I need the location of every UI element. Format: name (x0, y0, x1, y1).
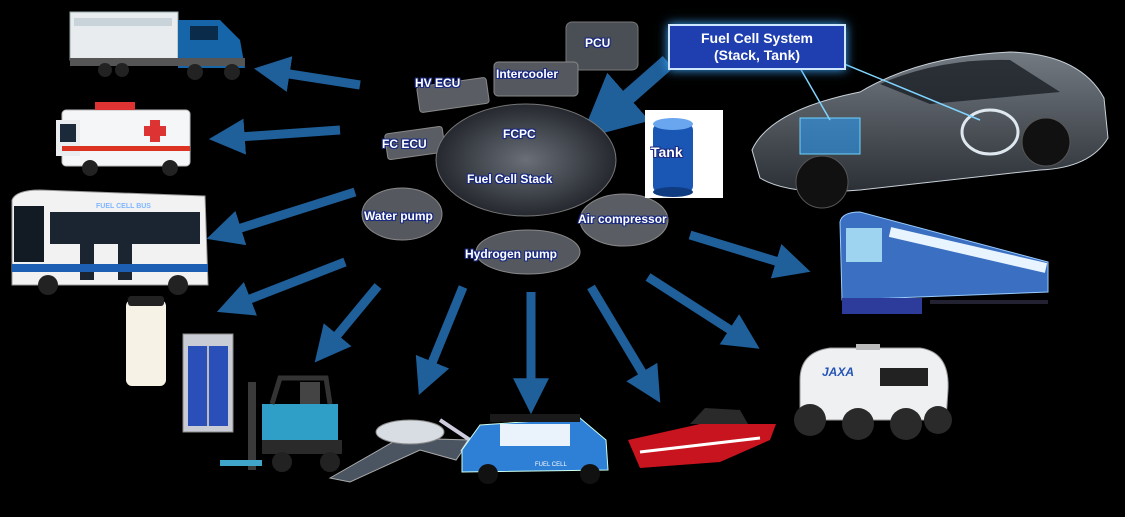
arrow-to-forklift (314, 283, 382, 363)
fuel-cell-system-box: Fuel Cell System (Stack, Tank) (668, 24, 846, 70)
truck-icon (69, 11, 245, 80)
hydrogen-pump-part-icon (475, 229, 581, 275)
mobility-vehicle-icon (328, 418, 473, 483)
fuel-cell-stack-part-icon (435, 103, 617, 217)
stationary-cabinet-icon (182, 333, 234, 433)
air-compressor-label: Air compressor (578, 212, 667, 226)
water-pump-label: Water pump (364, 209, 433, 223)
train-icon (839, 211, 1049, 314)
arrow-to-boat-vehicle (415, 285, 468, 395)
intercooler-label: Intercooler (496, 67, 559, 81)
fuel-cell-system-title: Fuel Cell System (700, 30, 814, 46)
forklift-icon (220, 375, 342, 472)
tank-cylinder-icon (653, 118, 693, 197)
arrow-from-car (580, 55, 674, 140)
pcu-label: PCU (585, 36, 611, 50)
arrow-to-truck (253, 56, 361, 92)
component-parts (361, 21, 669, 275)
water-pump-part-icon (361, 187, 443, 241)
air-compressor-part-icon (579, 193, 669, 247)
fuel-cell-car-icon (751, 51, 1109, 209)
hydrogen-pump-label: Hydrogen pump (465, 247, 557, 261)
arrow-to-train (688, 230, 811, 279)
tank-label: Tank (651, 144, 683, 160)
hv-ecu-label: HV ECU (415, 76, 461, 90)
tow-badge-text: FUEL CELL (535, 462, 567, 468)
tank-panel (645, 110, 723, 198)
intercooler-part-icon (493, 61, 579, 97)
arrow-to-stationary (216, 257, 347, 316)
boat-icon (628, 408, 776, 468)
ambulance-icon (56, 102, 191, 176)
stationary-tank-icon (126, 296, 166, 386)
tow-tractor-icon (461, 414, 609, 484)
fuel-cell-stack-label: Fuel Cell Stack (467, 172, 553, 186)
bus-badge-text: FUEL CELL BUS (96, 203, 151, 210)
fuel-cell-system-subtitle: (Stack, Tank) (713, 47, 801, 63)
fcpc-label: FCPC (503, 127, 536, 141)
rover-icon (794, 344, 952, 440)
hv-ecu-part-icon (416, 77, 490, 113)
fc-ecu-label: FC ECU (382, 137, 427, 151)
arrow-to-bus (206, 187, 357, 246)
arrow-to-ambulance (208, 118, 341, 155)
arrow-to-rover (645, 273, 760, 349)
pcu-part-icon (565, 21, 639, 71)
arrows (206, 55, 811, 415)
rover-badge-text: JAXA (822, 365, 854, 379)
bus-icon (11, 189, 209, 295)
arrow-to-boat (587, 284, 661, 403)
